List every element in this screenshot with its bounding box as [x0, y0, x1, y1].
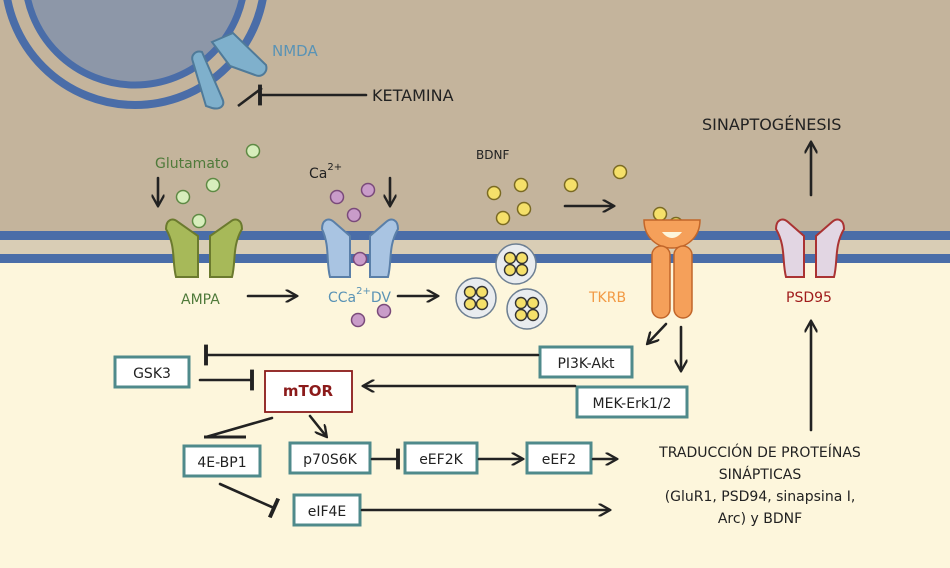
mtor-inhibits-4ebp1 — [204, 416, 274, 439]
psd95-receptor — [774, 218, 846, 278]
box-label: PI3K-Akt — [557, 356, 615, 372]
box-label: eEF2 — [542, 452, 576, 468]
calcium-ions — [329, 182, 392, 328]
box-pi3k: PI3K-Akt — [538, 345, 634, 379]
box-label: GSK3 — [133, 366, 171, 382]
calcium-label: Ca2+ — [309, 162, 342, 182]
translation-line: TRADUCCIÓN DE PROTEÍNAS — [658, 443, 861, 461]
ketamine-bar — [237, 86, 263, 108]
ampa-receptor — [164, 218, 244, 278]
translation-line: Arc) y BDNF — [718, 511, 802, 527]
sinaptogenesis-label: SINAPTOGÉNESIS — [702, 115, 841, 134]
nmda-receptor — [191, 31, 268, 110]
vesicle — [495, 243, 537, 285]
tkrb-receptor — [643, 219, 701, 319]
presynaptic-terminal — [3, 0, 267, 109]
translation-line: SINÁPTICAS — [719, 466, 802, 483]
vesicle — [455, 277, 497, 319]
translation-text: TRADUCCIÓN DE PROTEÍNAS SINÁPTICAS (GluR… — [658, 443, 861, 527]
box-label: 4E-BP1 — [197, 455, 246, 471]
vesicle — [506, 288, 548, 330]
box-label: eEF2K — [419, 452, 463, 468]
box-mek: MEK-Erk1/2 — [575, 385, 689, 419]
box-label: MEK-Erk1/2 — [593, 396, 672, 412]
box-4ebp1: 4E-BP1 — [182, 444, 262, 478]
tkrb-label: TKRB — [588, 290, 626, 306]
4ebp1-inhibits-eif4e — [218, 482, 281, 519]
vdcc-channel — [320, 218, 400, 278]
bdnf-vesicles — [455, 243, 548, 330]
ketamina-label: KETAMINA — [372, 86, 454, 105]
psd95-label: PSD95 — [786, 290, 832, 306]
box-mtor: mTOR — [264, 370, 353, 413]
box-eif4e: eIF4E — [292, 493, 362, 527]
mtor-to-p70s6k-arrow — [308, 414, 326, 436]
box-label: p70S6K — [303, 452, 357, 468]
ampa-label: AMPA — [181, 292, 220, 308]
tkrb-to-pi3k-arrow — [648, 322, 668, 343]
translation-line: (GluR1, PSD94, sinapsina I, — [665, 489, 856, 505]
glutamate-molecules — [175, 143, 261, 229]
box-p70s6k: p70S6K — [288, 441, 372, 475]
box-label: eIF4E — [308, 504, 347, 520]
box-gsk3: GSK3 — [113, 355, 191, 389]
glutamato-label: Glutamato — [155, 156, 229, 172]
postsynaptic-membrane — [0, 231, 950, 263]
bdnf-label: BDNF — [476, 148, 509, 162]
box-eef2k: eEF2K — [403, 441, 479, 475]
box-label: mTOR — [283, 382, 334, 400]
nmda-label: NMDA — [272, 42, 318, 60]
box-eef2: eEF2 — [525, 441, 593, 475]
ccadv-label: CCa2+DV — [328, 286, 391, 306]
